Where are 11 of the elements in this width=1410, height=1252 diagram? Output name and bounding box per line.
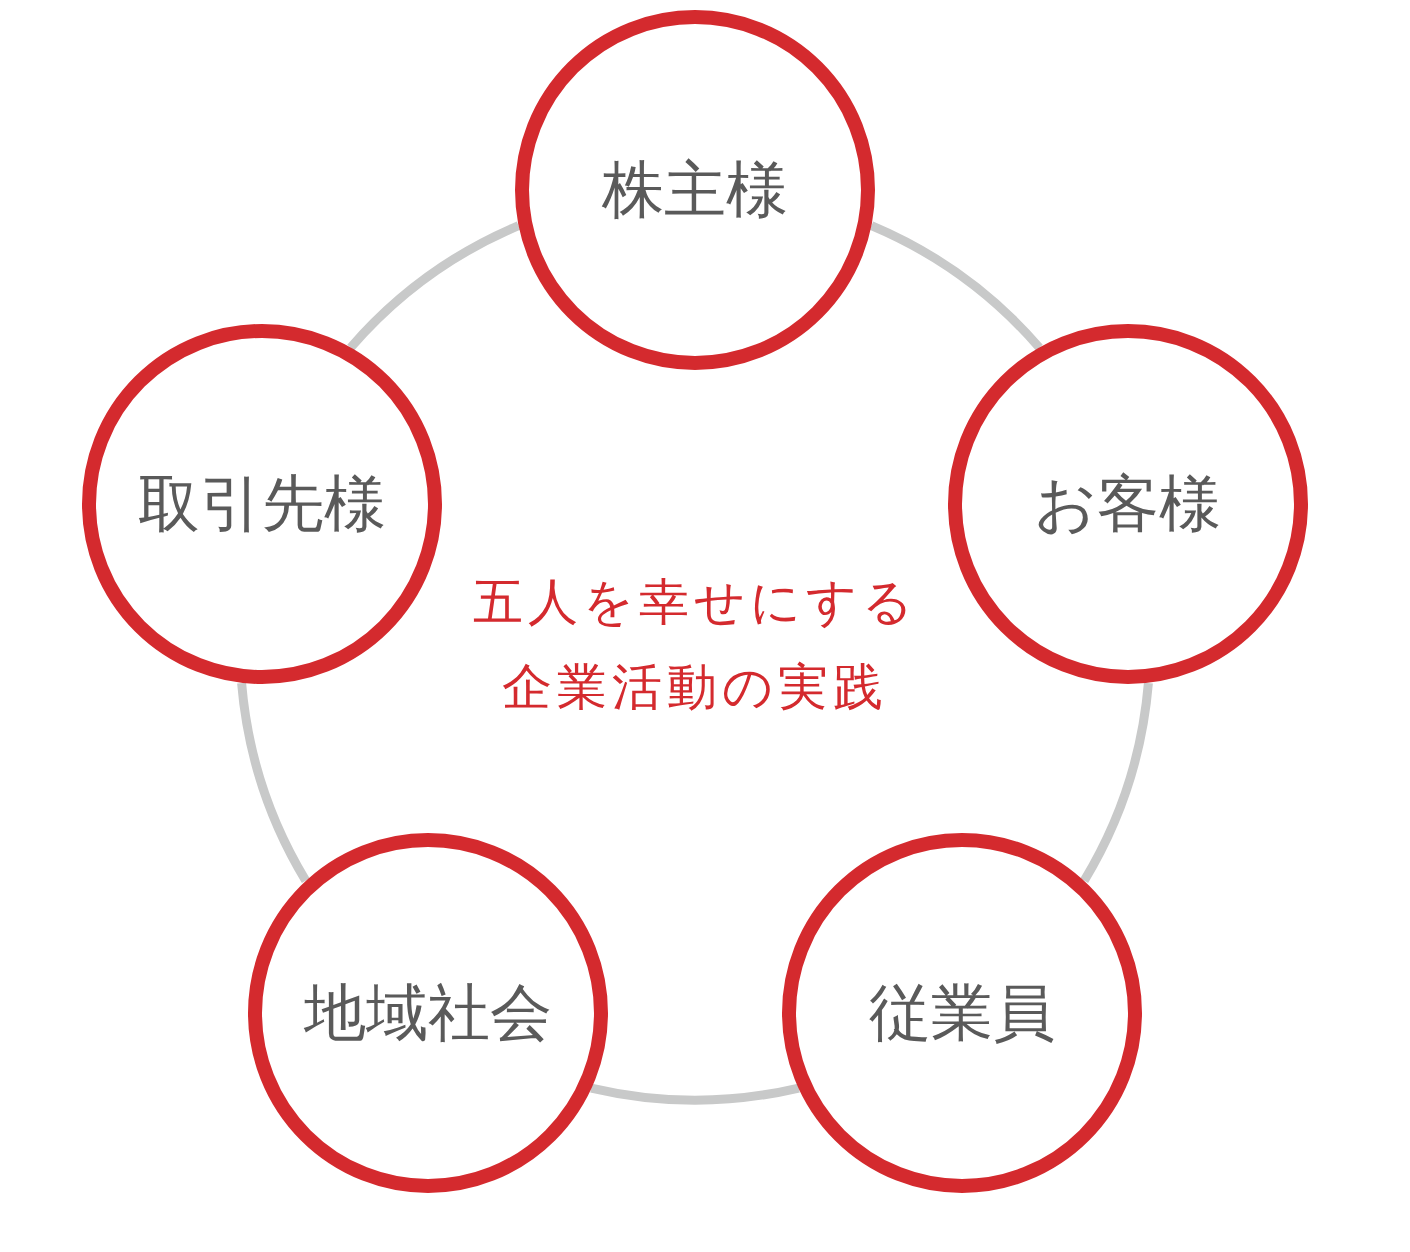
stakeholder-label: 従業員 (869, 975, 1056, 1052)
stakeholder-label: 地域社会 (303, 975, 552, 1052)
stakeholder-label: 株主様 (602, 152, 788, 228)
ring-arc (347, 221, 521, 351)
ring-arc (237, 682, 310, 883)
ring-arc (590, 1083, 800, 1105)
stakeholder-label: 取引先様 (138, 466, 387, 543)
ring-arc (1080, 682, 1153, 883)
center-caption: 五人を幸せにする企業活動の実践 (471, 572, 919, 718)
stakeholder-label: お客様 (1034, 466, 1222, 543)
ring-arc (869, 221, 1043, 351)
